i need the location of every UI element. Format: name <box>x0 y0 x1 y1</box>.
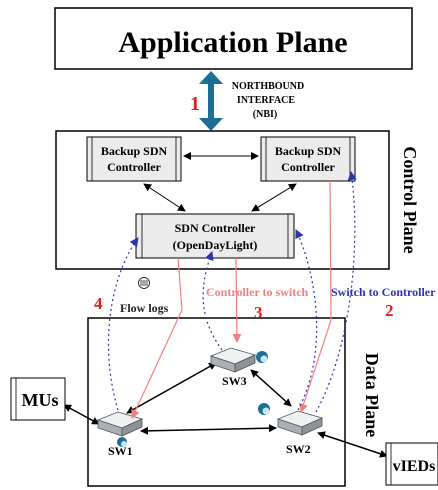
vieds-box <box>385 442 438 486</box>
switch-sw3 <box>209 347 257 373</box>
switch-sw2-badge-icon <box>258 403 270 415</box>
sw2-to-backup-dotted-arrow <box>315 171 357 413</box>
backup-controller-left-line1: Backup SDN <box>101 144 168 158</box>
flow-logs-icon <box>138 277 150 289</box>
switch-sw1-label: SW1 <box>108 444 133 458</box>
switch-sw2-label: SW2 <box>286 442 311 456</box>
link-sw3-sw2 <box>250 369 292 407</box>
backup-controller-right-line2: Controller <box>281 160 335 174</box>
switch-sw2 <box>276 410 324 436</box>
switch-sw3-label: SW3 <box>222 374 247 388</box>
application-plane-box <box>54 7 413 70</box>
sw3-to-controller-dotted-arrow <box>202 251 223 351</box>
vieds-label: vIEDs <box>393 458 436 475</box>
control-plane-label: Control Plane <box>400 146 420 253</box>
backup-controller-left <box>86 136 182 182</box>
step4-number: 4 <box>94 294 103 313</box>
switch-to-controller-label: Switch to Controller <box>331 285 436 299</box>
mus-label: MUs <box>22 390 59 410</box>
backup-controller-right <box>260 136 356 182</box>
application-plane-title: Application Plane <box>118 26 347 59</box>
step3-number: 3 <box>254 303 263 322</box>
step2-number: 2 <box>385 301 394 320</box>
controller-to-switch-label: Controller to switch <box>206 285 309 299</box>
sw2-to-controller-dotted-arrow <box>295 229 318 411</box>
link-sw2-vieds <box>317 431 388 458</box>
sdn-controller-box <box>135 213 295 259</box>
nbi-label-line2: INTERFACE <box>237 95 295 106</box>
link-sw1-sw2 <box>140 424 277 435</box>
link-mus-sw1 <box>63 404 100 425</box>
mus-box <box>10 377 66 421</box>
data-plane-box <box>87 317 346 487</box>
switch-sw1-badge-icon <box>117 437 127 447</box>
backup-controller-left-line2: Controller <box>107 160 161 174</box>
flow-logs-label: Flow logs <box>120 301 169 315</box>
sdn-controller-line1: SDN Controller <box>175 221 256 235</box>
switch-sw1 <box>96 411 144 437</box>
switch-sw3-badge-icon <box>256 351 268 363</box>
backup-controller-right-line1: Backup SDN <box>275 144 342 158</box>
nbi-label-line3: (NBI) <box>253 109 277 120</box>
nbi-step-number: 1 <box>190 93 200 115</box>
nbi-arrow <box>199 71 223 131</box>
controller-to-sw1-arrow <box>131 257 183 419</box>
nbi-label-line1: NORTHBOUND <box>232 81 304 92</box>
data-plane-label: Data Plane <box>362 353 382 438</box>
backup-right-to-controller-arrow <box>251 183 297 212</box>
sdn-controller-line2: (OpenDayLight) <box>173 238 258 252</box>
backup-to-sw2-arrow <box>299 180 332 413</box>
link-sw1-sw3 <box>126 362 217 414</box>
controller-to-sw3-arrow <box>232 257 242 343</box>
backup-left-to-controller-arrow <box>143 183 186 212</box>
